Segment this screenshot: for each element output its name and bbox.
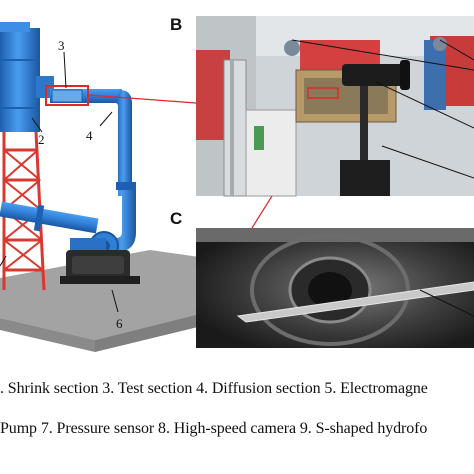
caption-line-1: . Shrink section 3. Test section 4. Diff… [0, 380, 428, 397]
label-2: 2 [38, 132, 45, 147]
return-pipe [0, 201, 99, 234]
diffusion-section-pipe [116, 90, 132, 190]
caption-line-2: Pump 7. Pressure sensor 8. High-speed ca… [0, 420, 428, 437]
photo-test-section-highlight [307, 87, 339, 99]
label-3: 3 [58, 38, 65, 53]
panel-b-photo [196, 16, 474, 197]
panel-c-label: C [170, 209, 182, 228]
pump-assembly [60, 231, 140, 284]
panel-c-camera-image [196, 228, 474, 348]
label-6: 6 [116, 316, 123, 331]
panel-b-label: B [170, 15, 182, 34]
connector-b-c [251, 195, 273, 229]
water-tank [0, 28, 40, 132]
test-section [51, 89, 83, 103]
connector-a-b [87, 94, 197, 104]
base-platform [0, 250, 235, 340]
label-4: 4 [86, 128, 93, 143]
high-speed-camera [342, 64, 404, 86]
s-shaped-hydrofoil [236, 281, 474, 323]
